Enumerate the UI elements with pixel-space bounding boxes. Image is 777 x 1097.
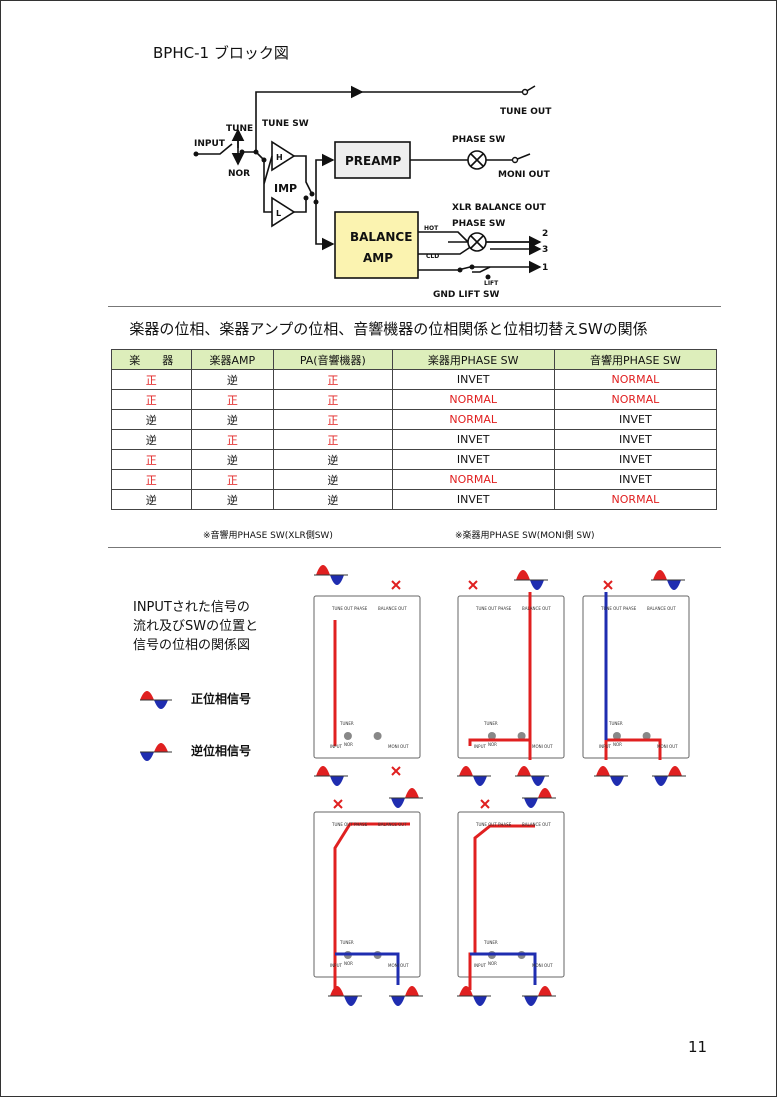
- table-cell: 正: [273, 409, 393, 430]
- imp-label: IMP: [274, 182, 297, 195]
- positive-phase-label: 正位相信号: [191, 692, 252, 706]
- phase-sw-label-2: PHASE SW: [452, 219, 505, 229]
- negative-phase-wave-icon: [140, 743, 172, 761]
- note-left: ※音響用PHASE SW(XLR側SW): [203, 531, 333, 541]
- table-cell: 正: [273, 389, 393, 410]
- cld-label: CLD: [426, 253, 439, 260]
- table-cell: 正: [111, 449, 192, 470]
- moni-out-label: MONI OUT: [498, 170, 551, 180]
- balance-amp-label-2: AMP: [363, 251, 393, 265]
- table-cell: 正: [111, 469, 192, 490]
- table-cell: 正: [273, 429, 393, 450]
- preamp-label: PREAMP: [345, 154, 401, 168]
- l-label: L: [276, 209, 281, 218]
- table-cell: INVET: [391, 429, 555, 450]
- input-label: INPUT: [194, 139, 226, 149]
- table-cell: 正: [111, 389, 192, 410]
- table-cell: INVET: [553, 409, 718, 430]
- table-cell: 逆: [111, 409, 192, 430]
- table-cell: 逆: [273, 469, 393, 490]
- table-header-cell: 楽器用PHASE SW: [391, 349, 555, 370]
- table-cell: 逆: [273, 449, 393, 470]
- hot-label: HOT: [424, 225, 439, 232]
- phase-sw-label-1: PHASE SW: [452, 135, 505, 145]
- divider-top: [108, 306, 721, 307]
- pin-1-label: 1: [542, 263, 548, 273]
- page-number: 11: [688, 1038, 708, 1056]
- table-header-cell: 楽器AMP: [190, 349, 275, 370]
- table-cell: INVET: [391, 369, 555, 390]
- tune-sw-label: TUNE SW: [262, 119, 309, 129]
- table-cell: 逆: [111, 429, 192, 450]
- table-cell: 逆: [190, 409, 275, 430]
- note-right: ※楽器用PHASE SW(MONI側 SW): [455, 531, 595, 541]
- table-cell: 正: [190, 469, 275, 490]
- table-cell: INVET: [553, 429, 718, 450]
- table-cell: NORMAL: [553, 489, 718, 510]
- flow-title-line-2: 流れ及びSWの位置と: [133, 619, 259, 634]
- page-title: BPHC-1 ブロック図: [153, 44, 289, 62]
- table-header-cell: PA(音響機器): [273, 349, 393, 370]
- pin-3-label: 3: [542, 245, 548, 255]
- table-cell: 正: [190, 389, 275, 410]
- table-cell: 正: [190, 429, 275, 450]
- flow-title-line-3: 信号の位相の関係図: [133, 638, 251, 653]
- flow-diagram-title: INPUTされた信号の 流れ及びSWの位置と 信号の位相の関係図: [133, 598, 258, 655]
- section-heading: 楽器の位相、楽器アンプの位相、音響機器の位相関係と位相切替えSWの関係: [129, 320, 648, 338]
- table-cell: INVET: [553, 469, 718, 490]
- table-cell: 逆: [111, 489, 192, 510]
- table-cell: 逆: [273, 489, 393, 510]
- h-label: H: [276, 153, 283, 162]
- table-cell: NORMAL: [391, 389, 555, 410]
- table-header-cell: 楽 器: [111, 349, 192, 370]
- table-cell: 正: [273, 369, 393, 390]
- table-cell: NORMAL: [553, 389, 718, 410]
- table-cell: INVET: [391, 449, 555, 470]
- table-header-cell: 音響用PHASE SW: [553, 349, 718, 370]
- table-cell: NORMAL: [391, 409, 555, 430]
- table-cell: 逆: [190, 369, 275, 390]
- gnd-lift-sw-label: GND LIFT SW: [433, 290, 500, 300]
- table-cell: NORMAL: [553, 369, 718, 390]
- table-cell: INVET: [391, 489, 555, 510]
- preamp-box: [334, 141, 411, 179]
- balance-amp-label-1: BALANCE: [350, 230, 412, 244]
- tune-label: TUNE: [226, 124, 253, 134]
- balance-amp-box: [334, 211, 419, 279]
- pin-2-label: 2: [542, 229, 548, 239]
- table-cell: 逆: [190, 489, 275, 510]
- tune-out-label: TUNE OUT: [500, 107, 552, 117]
- nor-label: NOR: [228, 169, 250, 179]
- divider-bottom: [108, 547, 721, 548]
- negative-phase-label: 逆位相信号: [191, 744, 252, 758]
- lift-label: LIFT: [484, 280, 499, 287]
- flow-title-line-1: INPUTされた信号の: [133, 600, 250, 615]
- positive-phase-wave-icon: [140, 691, 172, 709]
- table-cell: 逆: [190, 449, 275, 470]
- table-cell: 正: [111, 369, 192, 390]
- table-cell: NORMAL: [391, 469, 555, 490]
- xlr-balance-out-label: XLR BALANCE OUT: [452, 203, 547, 213]
- block-diagram: INPUT TUNE NOR TUNE SW IMP H L PREAMP BA…: [193, 85, 552, 300]
- table-cell: INVET: [553, 449, 718, 470]
